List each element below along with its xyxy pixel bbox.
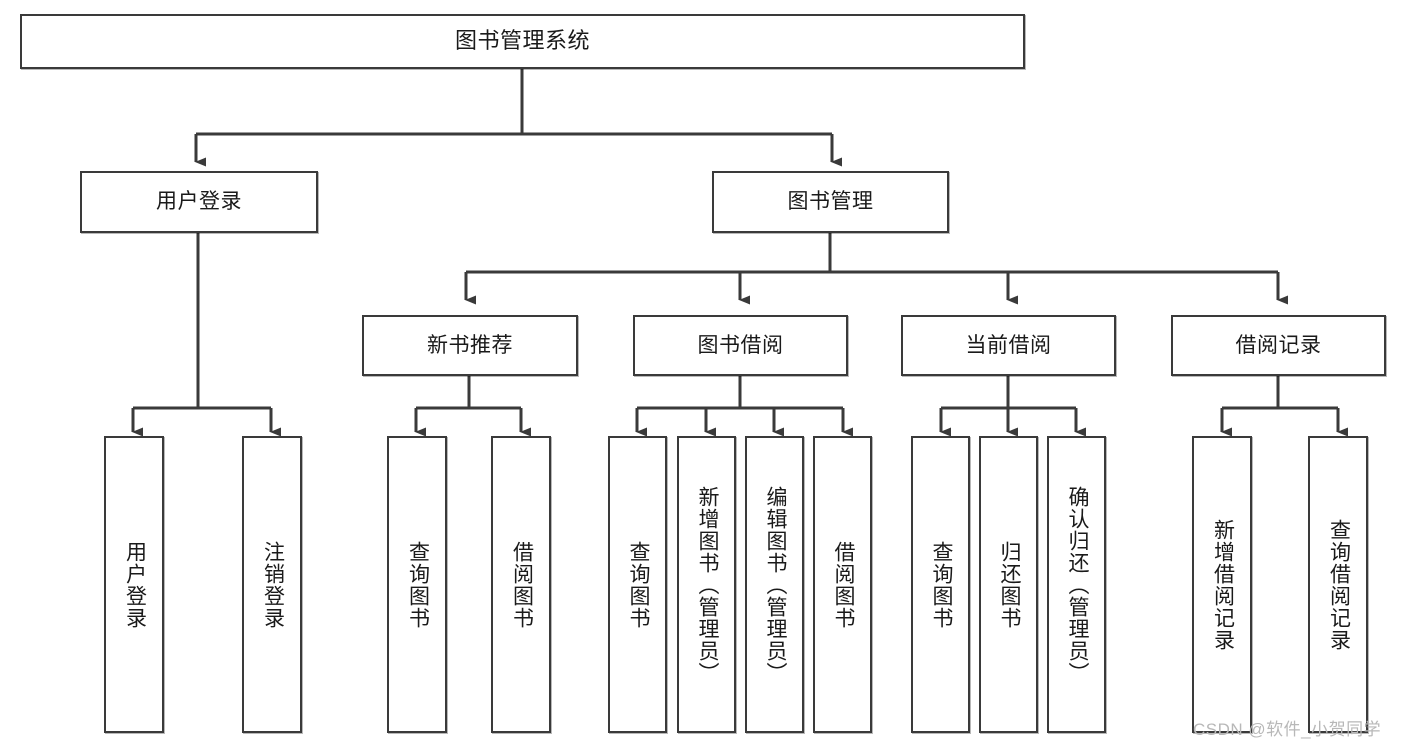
- node-leaf-confirm-return-admin-label: 确认归还（管理员）: [1065, 485, 1089, 684]
- node-book-manage[interactable]: 图书管理: [712, 171, 949, 233]
- node-leaf-query-borrow-record-label: 查询借阅记录: [1327, 518, 1351, 651]
- node-leaf-query-book-3[interactable]: 查询图书: [911, 436, 970, 733]
- node-leaf-query-book-2[interactable]: 查询图书: [608, 436, 667, 733]
- node-new-book-rec-label: 新书推荐: [427, 333, 513, 357]
- node-root-label: 图书管理系统: [454, 28, 590, 54]
- node-leaf-borrow-book-1-label: 借阅图书: [510, 540, 534, 629]
- node-leaf-user-login[interactable]: 用户登录: [104, 436, 164, 733]
- node-leaf-add-borrow-record[interactable]: 新增借阅记录: [1192, 436, 1252, 733]
- node-borrow-record[interactable]: 借阅记录: [1171, 315, 1386, 376]
- node-root[interactable]: 图书管理系统: [20, 14, 1025, 69]
- node-leaf-query-book-1[interactable]: 查询图书: [387, 436, 447, 733]
- node-leaf-borrow-book-1[interactable]: 借阅图书: [491, 436, 551, 733]
- node-leaf-borrow-book-2[interactable]: 借阅图书: [813, 436, 872, 733]
- node-user-login-label: 用户登录: [156, 190, 242, 214]
- node-leaf-borrow-book-2-label: 借阅图书: [831, 540, 855, 629]
- node-leaf-return-book-label: 归还图书: [997, 540, 1021, 629]
- node-book-borrow[interactable]: 图书借阅: [633, 315, 848, 376]
- node-new-book-rec[interactable]: 新书推荐: [362, 315, 578, 376]
- node-leaf-add-book-admin-label: 新增图书（管理员）: [695, 485, 719, 684]
- node-leaf-query-book-1-label: 查询图书: [406, 540, 430, 629]
- node-borrow-record-label: 借阅记录: [1235, 333, 1322, 357]
- node-current-borrow[interactable]: 当前借阅: [901, 315, 1116, 376]
- node-leaf-return-book[interactable]: 归还图书: [979, 436, 1038, 733]
- node-leaf-edit-book-admin-label: 编辑图书（管理员）: [763, 485, 787, 684]
- node-leaf-user-login-label: 用户登录: [123, 540, 147, 629]
- node-book-manage-label: 图书管理: [787, 190, 874, 214]
- node-leaf-logout[interactable]: 注销登录: [242, 436, 302, 733]
- node-leaf-logout-label: 注销登录: [261, 540, 285, 629]
- watermark: CSDN @软件_小贺同学: [1193, 720, 1382, 739]
- node-user-login[interactable]: 用户登录: [80, 171, 318, 233]
- node-leaf-edit-book-admin[interactable]: 编辑图书（管理员）: [745, 436, 804, 733]
- node-leaf-add-book-admin[interactable]: 新增图书（管理员）: [677, 436, 736, 733]
- node-book-borrow-label: 图书借阅: [697, 333, 784, 357]
- node-leaf-confirm-return-admin[interactable]: 确认归还（管理员）: [1047, 436, 1106, 733]
- node-leaf-query-book-3-label: 查询图书: [929, 540, 953, 629]
- node-leaf-query-book-2-label: 查询图书: [626, 540, 650, 629]
- node-leaf-add-borrow-record-label: 新增借阅记录: [1211, 518, 1235, 651]
- node-leaf-query-borrow-record[interactable]: 查询借阅记录: [1308, 436, 1368, 733]
- node-current-borrow-label: 当前借阅: [965, 333, 1052, 357]
